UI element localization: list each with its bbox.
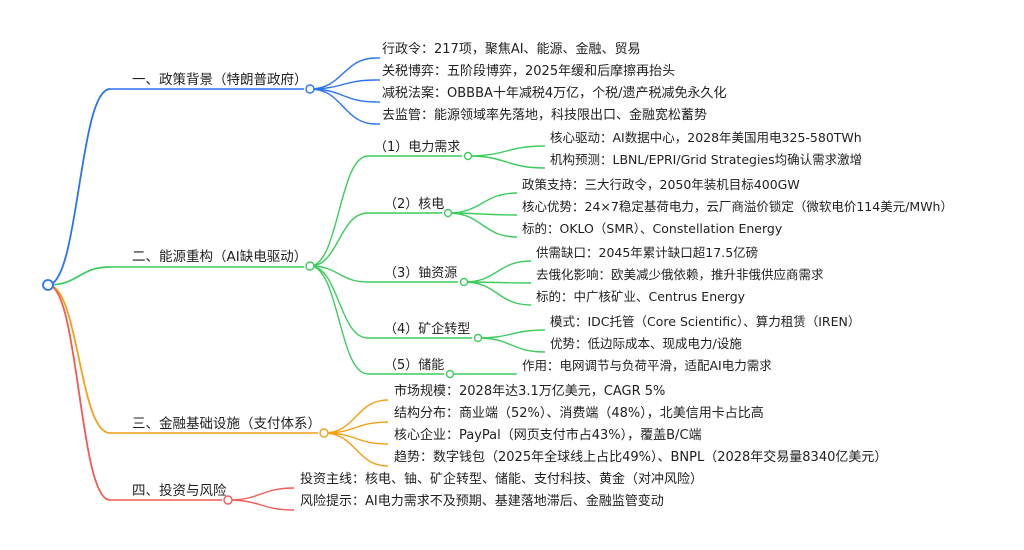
branch-energy-toggle[interactable] bbox=[305, 261, 315, 271]
nuclear-targets: 标的：OKLO（SMR）、Constellation Energy bbox=[522, 221, 783, 236]
policy-item-deregulation: 去监管：能源领域率先落地，科技限出口、金融宽松蓄势 bbox=[382, 108, 708, 123]
energy-miner-transformation[interactable]: （4）矿企转型 bbox=[384, 322, 471, 337]
sub-branch-toggle[interactable] bbox=[443, 208, 453, 218]
branch-risk-label[interactable]: 四、投资与风险 bbox=[132, 483, 227, 499]
leaf-connector bbox=[477, 337, 546, 353]
child-connector bbox=[323, 432, 389, 467]
uranium-derussification: 去俄化影响：欧美减少俄依赖，推升非俄供应商需求 bbox=[536, 267, 824, 282]
leaf-connector bbox=[447, 192, 518, 214]
uranium-targets: 标的：中广核矿业、Centrus Energy bbox=[536, 289, 746, 304]
power-demand-driver: 核心驱动：AI数据中心，2028年美国用电325-580TWh bbox=[550, 130, 862, 145]
branch-connector bbox=[47, 284, 111, 434]
finance-market-size: 市场规模：2028年达3.1万亿美元，CAGR 5% bbox=[394, 384, 666, 399]
risk-warnings: 风险提示：AI电力需求不及预期、基建落地滞后、金融监管变动 bbox=[300, 494, 664, 509]
leaf-connector bbox=[447, 212, 518, 238]
sub-branch-toggle[interactable] bbox=[459, 277, 469, 287]
energy-uranium[interactable]: （3）铀资源 bbox=[384, 266, 458, 281]
leaf-connector bbox=[477, 329, 546, 339]
policy-item-tax-cuts: 减税法案：OBBBA十年减税4万亿，个税/遗产税减免永久化 bbox=[382, 86, 727, 101]
sub-branch-connector bbox=[309, 155, 369, 267]
leaf-connector bbox=[467, 155, 546, 169]
policy-item-exec-orders: 行政令：217项，聚焦AI、能源、金融、贸易 bbox=[382, 42, 641, 57]
nuclear-advantage: 核心优势：24×7稳定基荷电力，云厂商溢价锁定（微软电价114美元/MWh） bbox=[522, 199, 953, 214]
miner-advantage: 优势：低边际成本、现成电力/设施 bbox=[550, 336, 742, 351]
branch-finance-label[interactable]: 三、金融基础设施（支付体系） bbox=[132, 416, 321, 432]
nuclear-policy: 政策支持：三大行政令，2050年装机目标400GW bbox=[522, 177, 800, 192]
branch-risk-toggle[interactable] bbox=[223, 495, 233, 505]
energy-power-demand[interactable]: （1）电力需求 bbox=[374, 140, 461, 155]
finance-structure: 结构分布：商业端（52%）、消费端（48%），北美信用卡占比高 bbox=[394, 406, 764, 421]
child-connector bbox=[309, 88, 377, 125]
leaf-connector bbox=[463, 281, 532, 306]
leaf-connector bbox=[467, 145, 546, 157]
sub-branch-connector bbox=[309, 265, 369, 375]
finance-trends: 趋势：数字钱包（2025年全球线上占比49%）、BNPL（2028年交易量834… bbox=[394, 450, 888, 465]
branch-connector bbox=[47, 284, 111, 501]
sub-branch-connector bbox=[309, 265, 369, 339]
sub-branch-toggle[interactable] bbox=[445, 369, 455, 379]
child-connector bbox=[227, 499, 295, 511]
branch-connector bbox=[47, 88, 111, 286]
child-connector bbox=[227, 487, 295, 501]
branch-finance-toggle[interactable] bbox=[319, 428, 329, 438]
branch-energy-label[interactable]: 二、能源重构（AI缺电驱动） bbox=[132, 249, 308, 265]
policy-item-tariffs: 关税博弈：五阶段博弈，2025年缓和后摩擦再抬头 bbox=[382, 64, 676, 79]
uranium-gap: 供需缺口：2045年累计缺口超17.5亿磅 bbox=[536, 245, 759, 260]
energy-storage[interactable]: （5）储能 bbox=[384, 358, 445, 373]
sub-branch-toggle[interactable] bbox=[473, 333, 483, 343]
sub-branch-toggle[interactable] bbox=[463, 151, 473, 161]
energy-nuclear[interactable]: （2）核电 bbox=[384, 197, 445, 212]
branch-connector bbox=[47, 266, 111, 286]
root-node[interactable] bbox=[42, 279, 54, 291]
branch-policy-label[interactable]: 一、政策背景（特朗普政府） bbox=[132, 72, 308, 88]
finance-core-companies: 核心企业：PayPal（网页支付市占43%），覆盖B/C端 bbox=[394, 428, 702, 443]
miner-model: 模式：IDC托管（Core Scientific）、算力租赁（IREN） bbox=[550, 314, 861, 329]
leaf-connector bbox=[463, 260, 532, 283]
branch-policy-toggle[interactable] bbox=[305, 84, 315, 94]
sub-branch-connector bbox=[309, 212, 369, 267]
invest-main-lines: 投资主线：核电、铀、矿企转型、储能、支付科技、黄金（对冲风险） bbox=[300, 472, 704, 487]
power-demand-forecast: 机构预测：LBNL/EPRI/Grid Strategies均确认需求激增 bbox=[550, 152, 863, 167]
sub-branch-connector bbox=[309, 265, 369, 283]
storage-role: 作用：电网调节与负荷平滑，适配AI电力需求 bbox=[522, 358, 772, 373]
